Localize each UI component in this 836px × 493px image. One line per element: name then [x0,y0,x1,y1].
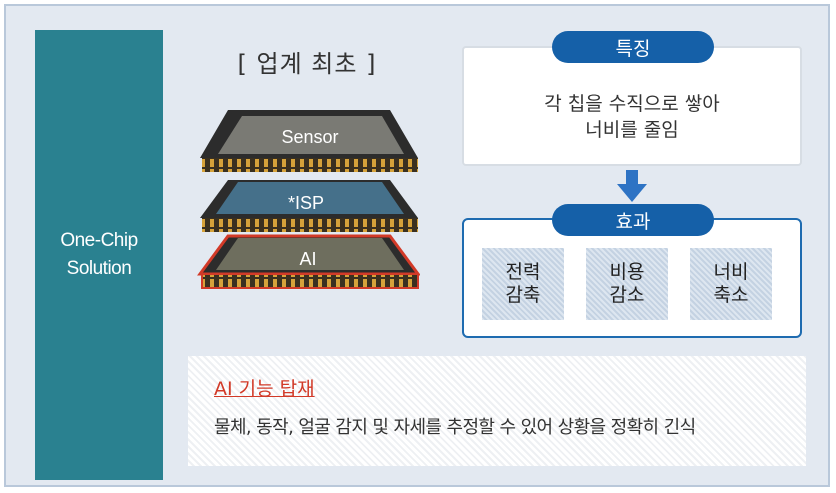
ai-feature-description: 물체, 동작, 얼굴 감지 및 자세를 추정할 수 있어 상황을 정확히 긴식 [214,417,696,438]
chip-label-sensor: Sensor [281,127,338,147]
side-label: One-Chip Solution [60,230,138,279]
sensor-chip: Sensor [200,110,418,172]
ai-chip: AI [197,234,420,289]
down-arrow-icon [617,170,647,202]
feature-box [462,46,802,166]
stacked-chip-illustration: AI *ISP Sensor [197,110,420,289]
effect-cost-reduction: 비용 감소 [586,248,668,320]
feature-title: 특징 [615,37,651,60]
effect-power-reduction: 전력 감축 [482,248,564,320]
ai-feature-title: AI 기능 탑재 [214,378,315,400]
industry-first-title: [ 업계 최초 ] [237,50,377,78]
feature-description: 각 칩을 수직으로 쌓아 너비를 줄임 [544,93,720,141]
isp-chip: *ISP [200,180,418,232]
chip-label-ai: AI [299,249,316,269]
ai-feature-box [188,356,806,466]
effect-title-pill: 효과 [552,204,714,236]
effect-title: 효과 [615,210,651,233]
feature-title-pill: 특징 [552,31,714,63]
one-chip-solution-panel: One-Chip Solution [35,30,163,480]
effect-width-reduction: 너비 축소 [690,248,772,320]
chip-label-isp: *ISP [288,193,324,213]
